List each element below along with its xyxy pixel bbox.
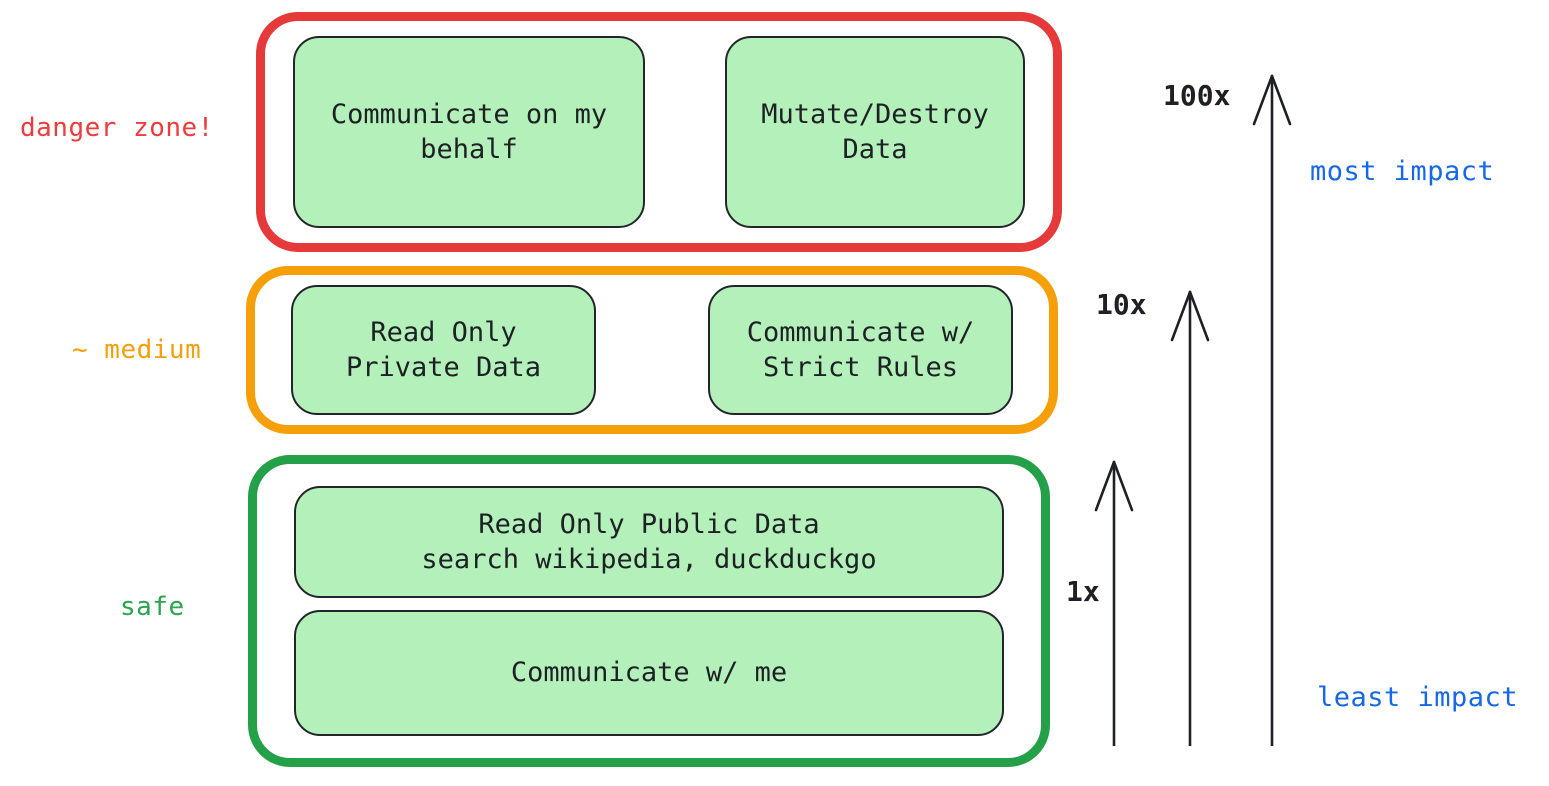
capability-read-only-public-data[interactable]: Read Only Public Data search wikipedia, … bbox=[294, 486, 1004, 598]
zone-label-medium: ~ medium bbox=[72, 335, 202, 365]
zone-danger: Communicate on my behalf Mutate/Destroy … bbox=[256, 12, 1062, 252]
impact-multiplier-100x: 100x bbox=[1163, 79, 1231, 112]
impact-arrow-1x bbox=[1094, 460, 1134, 746]
capability-communicate-with-me[interactable]: Communicate w/ me bbox=[294, 610, 1004, 736]
impact-arrow-10x bbox=[1170, 290, 1210, 746]
impact-label-most: most impact bbox=[1310, 156, 1495, 187]
impact-scale bbox=[1094, 74, 1292, 746]
zone-label-danger: danger zone! bbox=[20, 113, 214, 143]
capability-communicate-with-strict-rules[interactable]: Communicate w/ Strict Rules bbox=[708, 285, 1013, 415]
capability-communicate-on-my-behalf[interactable]: Communicate on my behalf bbox=[293, 36, 645, 228]
zone-medium: Read Only Private Data Communicate w/ St… bbox=[246, 266, 1058, 434]
zone-safe: Read Only Public Data search wikipedia, … bbox=[248, 455, 1050, 767]
zone-label-safe: safe bbox=[120, 592, 185, 622]
capability-mutate-destroy-data[interactable]: Mutate/Destroy Data bbox=[725, 36, 1025, 228]
impact-multiplier-10x: 10x bbox=[1096, 288, 1147, 321]
impact-multiplier-1x: 1x bbox=[1066, 575, 1100, 608]
impact-arrow-100x bbox=[1252, 74, 1292, 746]
impact-label-least: least impact bbox=[1317, 682, 1519, 713]
capability-read-only-private-data[interactable]: Read Only Private Data bbox=[291, 285, 596, 415]
